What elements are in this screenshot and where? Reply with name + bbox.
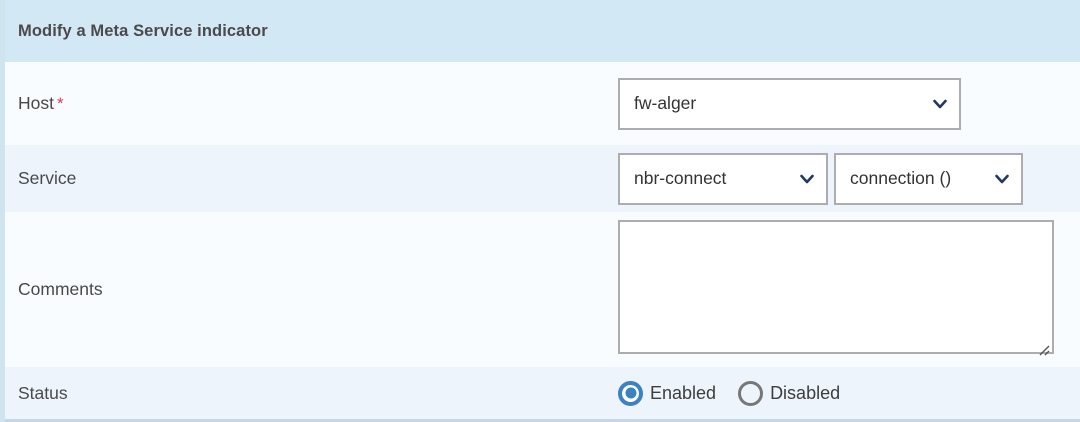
host-select[interactable]: fw-alger — [618, 77, 961, 130]
status-option-disabled-label: Disabled — [770, 382, 841, 403]
form-row-host: Host* fw-alger — [5, 62, 1080, 145]
service-select[interactable]: nbr-connect — [618, 152, 828, 205]
chevron-down-icon — [994, 171, 1010, 187]
host-label: Host* — [18, 93, 618, 114]
form-row-service: Service nbr-connect connection () — [5, 145, 1080, 212]
service-field: nbr-connect connection () — [618, 152, 1080, 205]
metric-select[interactable]: connection () — [834, 152, 1023, 205]
comments-textarea-wrap — [618, 220, 1054, 359]
radio-unselected-icon[interactable] — [738, 380, 764, 406]
status-option-enabled[interactable]: Enabled — [618, 380, 717, 406]
status-option-enabled-label: Enabled — [650, 382, 717, 403]
form-row-comments: Comments — [5, 212, 1080, 367]
status-radio-group: Enabled Disabled — [618, 380, 862, 406]
status-label: Status — [18, 382, 68, 403]
status-option-disabled[interactable]: Disabled — [738, 380, 841, 406]
metric-select-value: connection () — [850, 168, 952, 188]
service-select-value: nbr-connect — [634, 168, 727, 188]
host-select-value: fw-alger — [634, 93, 697, 113]
radio-selected-icon[interactable] — [618, 380, 643, 406]
page-title: Modify a Meta Service indicator — [18, 21, 268, 40]
status-field: Enabled Disabled — [618, 380, 1080, 406]
chevron-down-icon — [932, 96, 948, 112]
chevron-down-icon — [799, 171, 815, 187]
comments-label: Comments — [18, 279, 103, 299]
comments-field — [618, 220, 1080, 359]
panel-header: Modify a Meta Service indicator — [5, 0, 1080, 62]
service-label: Service — [18, 168, 77, 188]
host-label-text: Host — [18, 92, 54, 113]
host-field: fw-alger — [618, 77, 1080, 130]
required-asterisk: * — [56, 93, 64, 113]
comments-input[interactable] — [618, 220, 1054, 354]
form-row-status: Status Enabled Disabled — [5, 367, 1080, 422]
